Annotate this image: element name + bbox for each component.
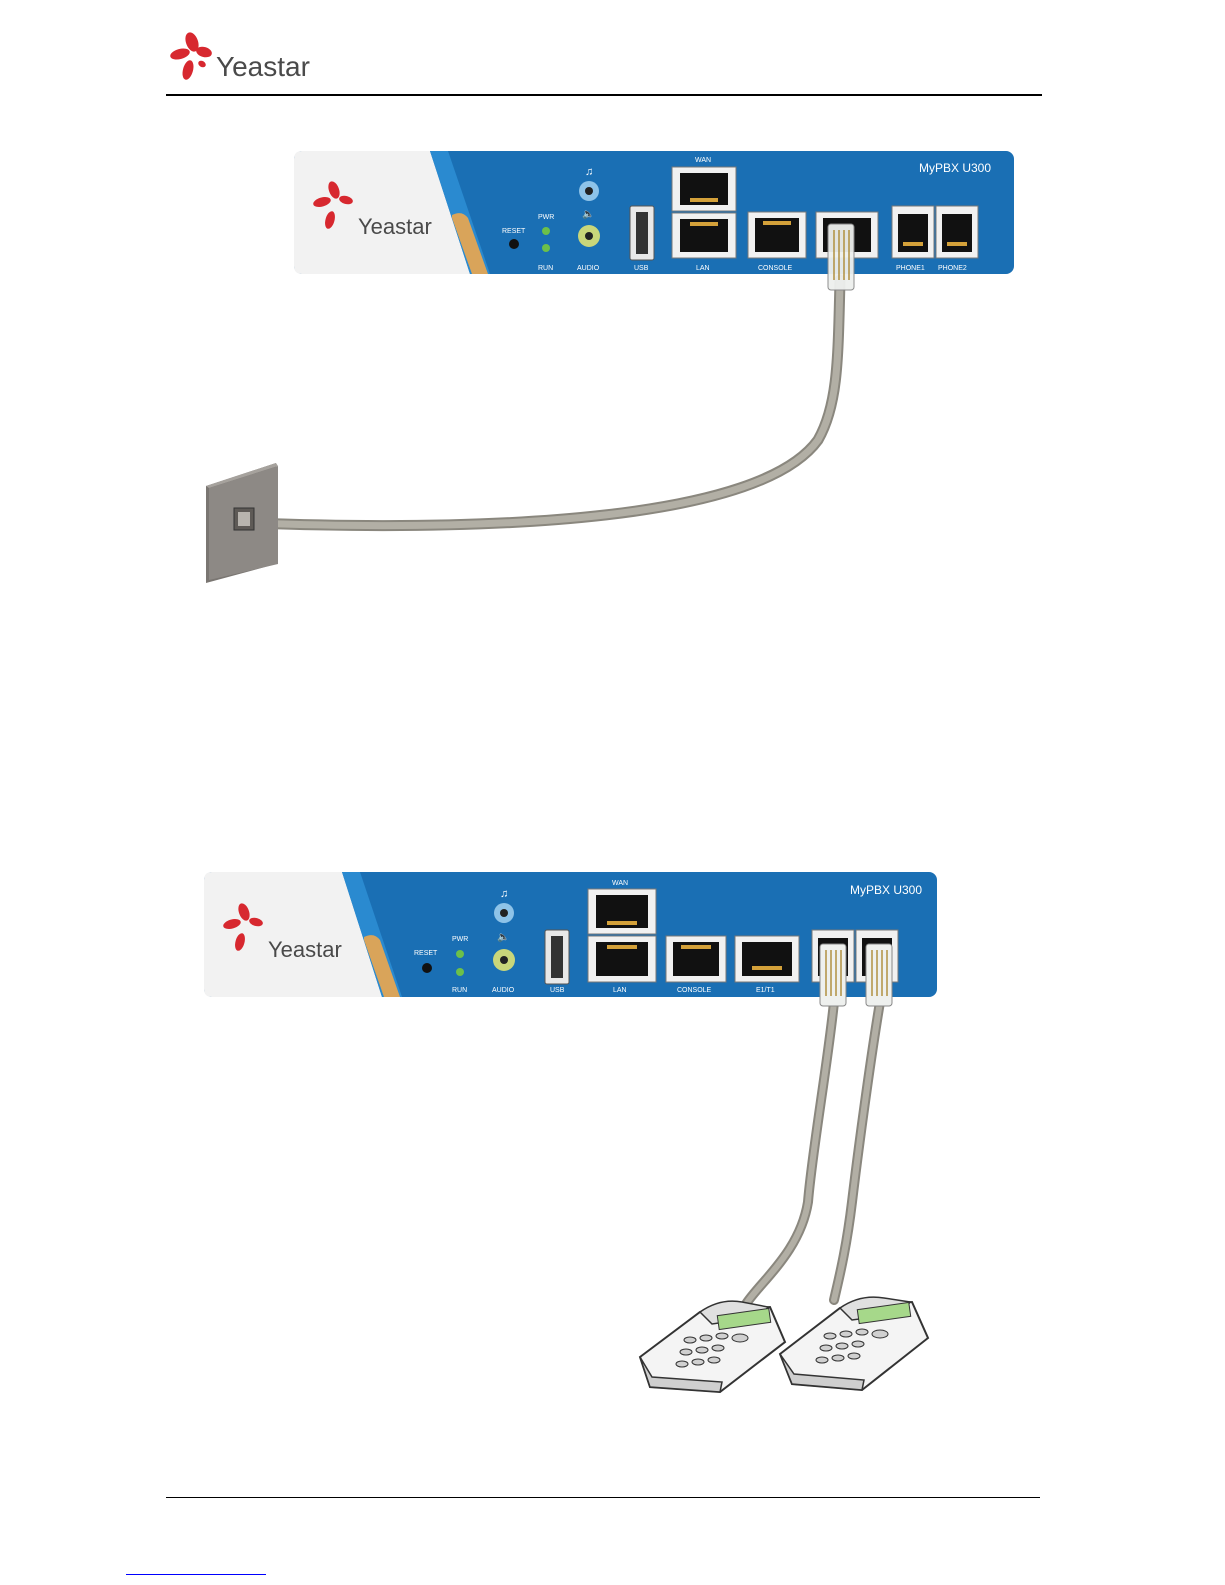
rj11-plug-icon — [828, 224, 854, 290]
footer-rule — [166, 1497, 1040, 1498]
usb-label-2: USB — [550, 987, 565, 994]
run-label-2: RUN — [452, 987, 467, 994]
lan-label-2: LAN — [613, 987, 627, 994]
audio-label-2: AUDIO — [492, 987, 515, 994]
device-logo-text: Yeastar — [358, 214, 432, 239]
footer-link-underline[interactable] — [126, 1574, 266, 1575]
pwr-label-2: PWR — [452, 936, 468, 943]
device-logo-text-2: Yeastar — [268, 937, 342, 962]
model-label: MyPBX U300 — [919, 161, 991, 175]
reset-label-2: RESET — [414, 950, 438, 957]
phone1-label: PHONE1 — [896, 265, 925, 272]
wan-port-2 — [588, 889, 656, 934]
pwr-led — [542, 227, 550, 235]
reset-button[interactable] — [509, 239, 519, 249]
console-port — [748, 212, 806, 258]
yeastar-header-logo: Yeastar — [170, 30, 330, 90]
lan-port — [672, 213, 736, 258]
analog-telephone-icon-1 — [640, 1301, 785, 1392]
header-logo-text: Yeastar — [216, 51, 310, 82]
header-rule — [166, 94, 1042, 96]
usb-label: USB — [634, 265, 649, 272]
rj11-plug-icon-1 — [820, 944, 846, 1006]
pstn-connection-diagram: Yeastar MyPBX U300 RESET PWR RUN ♫ 🔈 AUD… — [0, 140, 1225, 600]
phone2-label: PHONE2 — [938, 265, 967, 272]
lan-label: LAN — [696, 265, 710, 272]
rj11-plug-icon-2 — [866, 944, 892, 1006]
run-led-2 — [456, 968, 464, 976]
mypbx-u300-front-panel: Yeastar MyPBX U300 RESET PWR RUN ♫ 🔈 AUD… — [294, 151, 1014, 274]
speaker-icon-2: 🔈 — [497, 932, 509, 943]
console-label-2: CONSOLE — [677, 987, 712, 994]
yeastar-petal-icon — [170, 31, 213, 81]
music-note-icon-2: ♫ — [500, 888, 508, 900]
lan-port-2 — [588, 936, 656, 982]
analog-telephone-icon-2 — [780, 1297, 928, 1390]
speaker-icon: 🔈 — [582, 209, 594, 220]
telephone-cable — [250, 280, 840, 526]
console-port-2 — [666, 936, 726, 982]
music-note-icon: ♫ — [585, 166, 593, 178]
run-led — [542, 244, 550, 252]
run-label: RUN — [538, 265, 553, 272]
phone2-port — [936, 206, 978, 258]
e1t1-label: E1/T1 — [756, 987, 775, 994]
phone1-port — [892, 206, 934, 258]
wan-label: WAN — [695, 157, 711, 164]
reset-button-2[interactable] — [422, 963, 432, 973]
pwr-led-2 — [456, 950, 464, 958]
e1t1-port-2 — [735, 936, 799, 982]
audio-label: AUDIO — [577, 265, 600, 272]
telephone-cable-1 — [746, 1002, 834, 1304]
analog-phone-connection-diagram: Yeastar MyPBX U300 RESET PWR RUN ♫ 🔈 AUD… — [0, 862, 1225, 1422]
wan-label-2: WAN — [612, 880, 628, 887]
wan-port — [672, 167, 736, 211]
model-label-2: MyPBX U300 — [850, 883, 922, 897]
pwr-label: PWR — [538, 214, 554, 221]
console-label: CONSOLE — [758, 265, 793, 272]
reset-label: RESET — [502, 228, 526, 235]
wall-jack-icon — [206, 463, 278, 583]
